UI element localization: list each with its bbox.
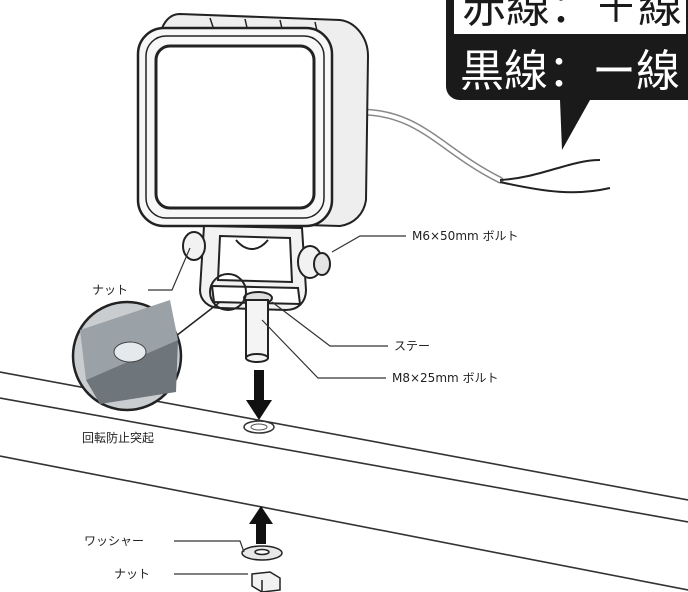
washer [241, 545, 283, 561]
magnified-detail [71, 273, 247, 412]
label-anti-rotation: 回転防止突起 [82, 430, 154, 445]
m8-bolt [243, 291, 273, 363]
up-arrow-icon [249, 506, 273, 544]
callout-line2: 黒線：ー線 [460, 46, 680, 97]
bottom-nut [251, 571, 281, 592]
label-washer: ワッシャー [84, 534, 144, 548]
label-stay: ステー [394, 339, 430, 353]
stay-bracket [182, 224, 331, 312]
label-nut-top: ナット [92, 283, 128, 297]
label-bolt-m6: M6×50mm ボルト [412, 229, 519, 243]
callout-line1: 赤線：＋線 [462, 0, 682, 33]
label-bolt-m8: M8×25mm ボルト [392, 371, 499, 385]
work-light [136, 12, 370, 228]
label-nut-bottom: ナット [114, 567, 150, 581]
leader-lines [148, 235, 406, 575]
down-arrow-icon [246, 370, 272, 420]
wire-color-callout: 赤線：＋線 黒線：ー線 [446, 0, 688, 150]
power-cable [356, 108, 611, 194]
